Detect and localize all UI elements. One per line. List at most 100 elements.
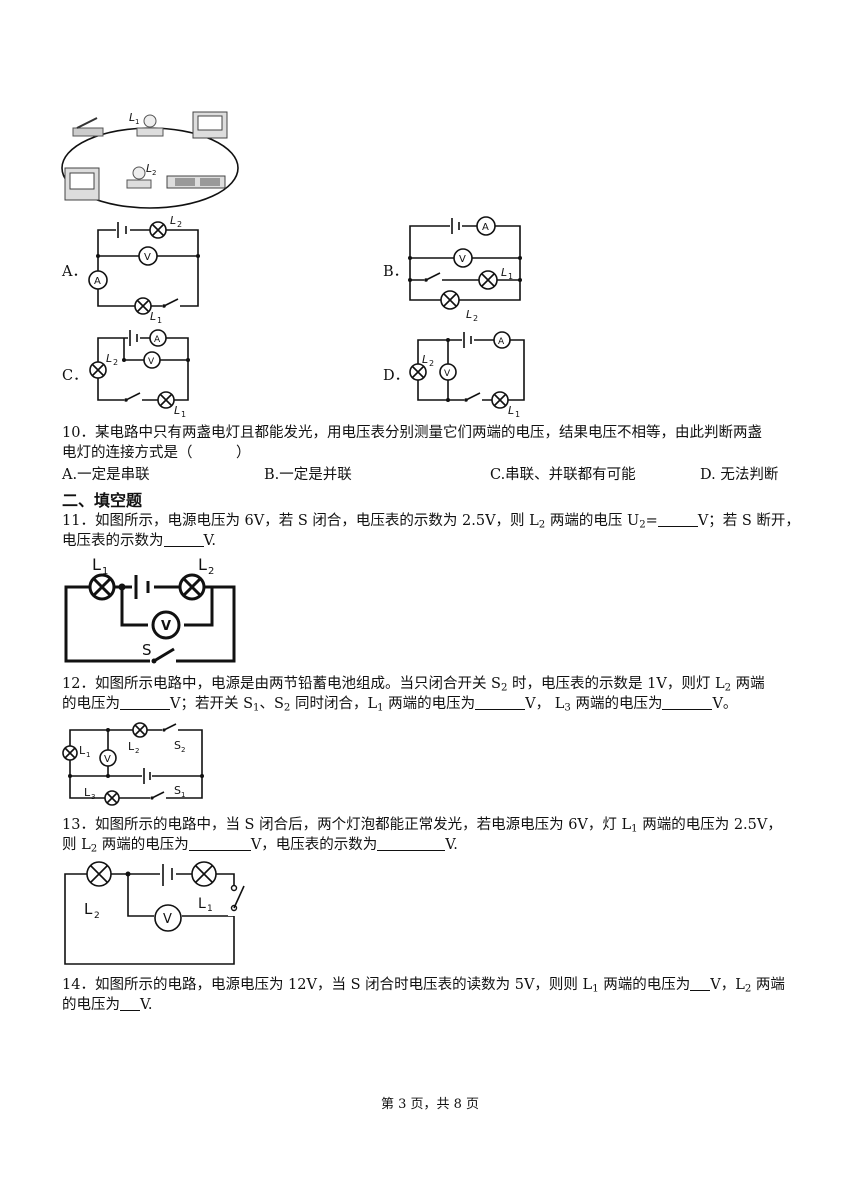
svg-text:L: L [501, 266, 507, 279]
q12-sub-a: 2 [501, 682, 508, 694]
q10-line1: 10．某电路中只有两盏电灯且都能发光，用电压表分别测量它们两端的电压，结果电压不… [62, 425, 762, 441]
q13-blank-1[interactable] [188, 836, 251, 851]
q14-blank-2[interactable] [120, 996, 140, 1011]
svg-text:2: 2 [94, 911, 100, 921]
svg-text:1: 1 [86, 751, 90, 759]
q13-sub-a: 1 [631, 823, 638, 835]
switch-s2-symbol-icon: S 2 [162, 723, 185, 754]
svg-text:V: V [144, 252, 151, 263]
lamp-l2-symbol-icon: L 2 [409, 353, 434, 381]
lamp-l2-symbol-icon: L 2 [440, 290, 478, 323]
bulb-l1-device-icon: L 1 [129, 111, 164, 137]
q13-sub-b: 2 [90, 843, 98, 855]
svg-text:L: L [79, 744, 86, 757]
svg-text:1: 1 [157, 316, 162, 325]
q12-blank-3[interactable] [662, 695, 713, 710]
svg-text:V: V [163, 912, 172, 927]
lamp-l1-symbol-icon: L 1 [88, 555, 116, 601]
switch-symbol-icon [124, 392, 142, 404]
battery-symbol-icon [132, 575, 154, 599]
q11-text-f: V. [203, 533, 217, 549]
voltmeter-symbol-icon: V [439, 363, 457, 381]
section-title: 二、填空题 [62, 491, 143, 510]
q11-circuit-figure: L 1 L 2 V S [64, 555, 236, 667]
svg-text:3: 3 [91, 793, 95, 801]
q11-text-e: 电压表的示数为 [62, 533, 164, 549]
q13-line1: 13．如图所示的电路中，当 S 闭合后，两个灯泡都能正常发光，若电源电压为 6V… [62, 815, 782, 840]
svg-text:1: 1 [102, 566, 108, 577]
switch-symbol-icon [464, 392, 482, 404]
switch-symbol-icon [228, 884, 245, 916]
lamp-l1-symbol-icon: L 1 [157, 391, 186, 419]
svg-text:2: 2 [429, 359, 434, 368]
bulb-l2-device-icon: L 2 [126, 162, 156, 189]
svg-text:L: L [508, 404, 514, 417]
q13-text-b: 两端的电压为 2.5V， [637, 817, 782, 833]
svg-text:1: 1 [207, 904, 213, 914]
q12-text-h: 两端的电压为 [383, 696, 476, 712]
q10-option-a: A.一定是串联 [62, 467, 150, 483]
svg-text:L: L [422, 353, 428, 366]
q12-blank-1[interactable] [120, 695, 170, 710]
q13-text-a: 13．如图所示的电路中，当 S 闭合后，两个灯泡都能正常发光，若电源电压为 6V… [62, 817, 632, 833]
switch-s1-symbol-icon: S 1 [150, 784, 185, 802]
lamp-l2-symbol-icon: L 2 [84, 861, 112, 921]
switch-symbol-icon [424, 272, 442, 284]
ammeter-symbol-icon: A [149, 329, 167, 347]
q11-blank-2[interactable] [163, 532, 204, 547]
svg-text:L: L [174, 404, 180, 417]
q11-sub: 2 [538, 519, 546, 531]
lamp-l2-symbol-icon: L 2 [149, 214, 182, 239]
lamp-l3-symbol-icon: L 3 [84, 786, 120, 806]
voltmeter-symbol-icon: V [143, 351, 161, 369]
battery-symbol-icon [142, 768, 152, 784]
q12-text-a: 12．如图所示电路中，电源是由两节铅蓄电池组成。当只闭合开关 S [62, 676, 501, 692]
svg-text:A: A [482, 222, 489, 233]
q9-apparatus-figure: L 1 L 2 [61, 111, 239, 209]
q10-option-b: B.一定是并联 [264, 467, 352, 483]
svg-text:2: 2 [473, 314, 478, 323]
svg-text:L: L [466, 308, 472, 321]
voltmeter-symbol-icon: V [151, 610, 181, 640]
q14-blank-1[interactable] [690, 976, 711, 991]
svg-text:A: A [94, 276, 101, 287]
voltmeter-symbol-icon: V [453, 248, 473, 268]
page-footer: 第 3 页，共 8 页 [380, 1097, 480, 1112]
svg-text:A: A [154, 335, 161, 345]
q11-text-c: = [645, 513, 658, 529]
battery-symbol-icon [450, 218, 462, 234]
svg-text:2: 2 [113, 358, 118, 367]
lamp-l1-symbol-icon: L 1 [62, 744, 90, 761]
q12-sub-c: 1 [253, 702, 260, 714]
q9-option-b-circuit: A V L 1 L 2 [408, 216, 522, 323]
svg-text:V: V [444, 369, 451, 379]
battery-device-icon [166, 175, 226, 189]
q14-text-e: 的电压为 [62, 997, 120, 1013]
q12-blank-2[interactable] [475, 695, 526, 710]
svg-text:L: L [128, 740, 135, 753]
q12-text-d: 的电压为 [62, 696, 120, 712]
q13-text-d: 两端的电压为 [97, 837, 189, 853]
q12-text-e: V；若开关 S [170, 696, 254, 712]
q9-option-c-circuit: A V L 2 L 1 [89, 329, 190, 419]
meter-device-icon-2 [64, 167, 100, 201]
battery-symbol-icon [128, 330, 140, 346]
svg-text:2: 2 [208, 566, 214, 577]
q12-text-i: V， L [525, 696, 565, 712]
ammeter-symbol-icon: A [88, 270, 108, 290]
lamp-l2-symbol-icon: L 2 [89, 352, 118, 379]
q11-line1: 11．如图所示，电源电压为 6V，若 S 闭合，电压表的示数为 2.5V，则 L… [62, 511, 800, 536]
ammeter-symbol-icon: A [476, 216, 496, 236]
q12-text-f: 、S [259, 696, 284, 712]
q13-blank-2[interactable] [377, 836, 446, 851]
q11-blank-1[interactable] [657, 512, 698, 527]
svg-text:V: V [161, 619, 171, 634]
q12-circuit-figure: L 1 L 2 S 2 V L 3 S 1 [62, 722, 204, 806]
lamp-l1-symbol-icon: L 1 [491, 391, 520, 419]
lamp-l1-symbol-icon: L 1 [478, 266, 513, 290]
svg-text:1: 1 [135, 118, 139, 126]
lamp-l1-symbol-icon: L 1 [134, 297, 162, 325]
svg-text:L: L [106, 352, 112, 365]
